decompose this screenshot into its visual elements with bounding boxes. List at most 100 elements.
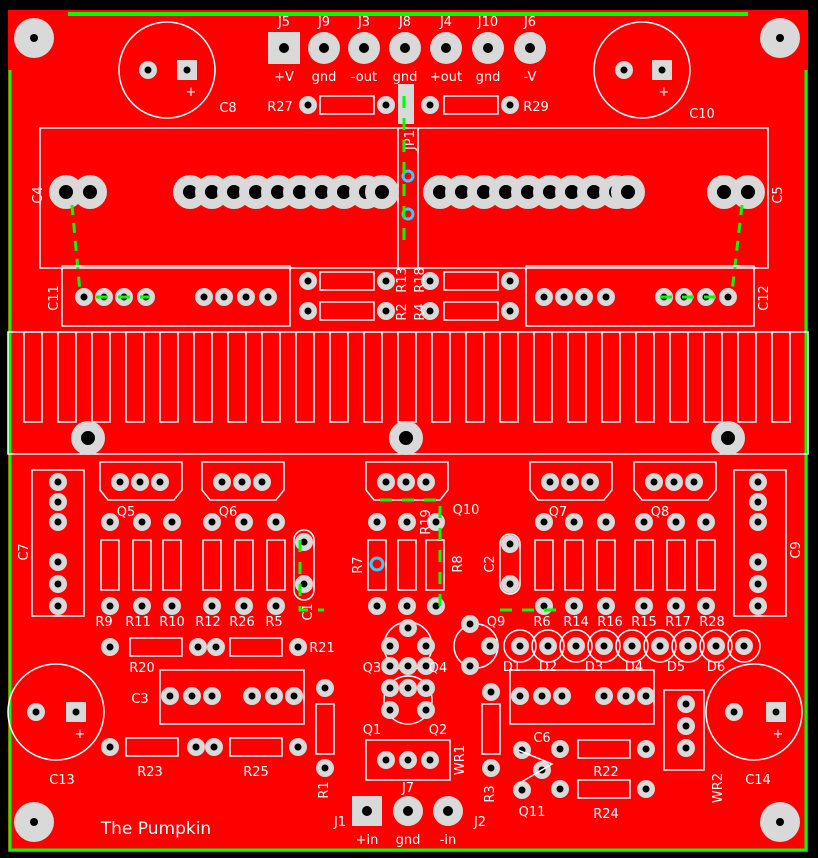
label-c3: C3 bbox=[131, 692, 148, 707]
heatsink-fin bbox=[465, 331, 485, 423]
label-q11: Q11 bbox=[519, 805, 546, 820]
plus-c13: + bbox=[75, 727, 86, 742]
diode-pad bbox=[679, 637, 697, 655]
label-j2: J2 bbox=[473, 815, 486, 830]
heatsink-fin bbox=[261, 331, 281, 423]
heatsink-fins bbox=[23, 331, 791, 423]
resistor-pad bbox=[597, 597, 615, 615]
resistor-pad bbox=[235, 513, 253, 531]
label-c13: C13 bbox=[49, 773, 75, 788]
label-d3: D3 bbox=[585, 660, 603, 675]
heatsink-fin bbox=[363, 331, 383, 423]
label-j9: J9 bbox=[317, 15, 330, 30]
resistor-pad bbox=[133, 513, 151, 531]
connector-j3 bbox=[348, 32, 380, 64]
resistor-pad bbox=[535, 597, 553, 615]
diode-body bbox=[503, 629, 537, 663]
diode-pad bbox=[651, 637, 669, 655]
diode-pad bbox=[567, 637, 585, 655]
heatsink-fin bbox=[703, 331, 723, 423]
label-r1: R1 bbox=[317, 781, 332, 798]
resistor-pad bbox=[163, 597, 181, 615]
label-r24: R24 bbox=[593, 807, 619, 822]
label-r10: R10 bbox=[159, 615, 185, 630]
net-j10: gnd bbox=[476, 70, 501, 85]
resistor-body bbox=[132, 539, 152, 591]
label-q9: Q9 bbox=[487, 615, 506, 630]
heatsink-fin bbox=[771, 331, 791, 423]
connector-row bbox=[268, 32, 546, 64]
diode-body bbox=[643, 629, 677, 663]
label-c8: C8 bbox=[219, 101, 236, 116]
label-c7: C7 bbox=[17, 543, 32, 560]
net-j3: -out bbox=[351, 70, 377, 85]
diode-pad bbox=[595, 637, 613, 655]
label-r9: R9 bbox=[95, 615, 112, 630]
resistor-pad bbox=[667, 513, 685, 531]
label-q4: Q4 bbox=[429, 661, 448, 676]
label-r12: R12 bbox=[195, 615, 221, 630]
label-r17: R17 bbox=[665, 615, 691, 630]
heatsink-fin bbox=[23, 331, 43, 423]
plus-c8: + bbox=[186, 85, 197, 100]
resistor-body bbox=[696, 539, 716, 591]
heatsink-fin bbox=[635, 331, 655, 423]
label-r29: R29 bbox=[523, 100, 549, 115]
resistor-pad bbox=[565, 513, 583, 531]
diode-body bbox=[615, 629, 649, 663]
label-r16: R16 bbox=[597, 615, 623, 630]
label-wr2: WR2 bbox=[711, 773, 726, 803]
label-j10: J10 bbox=[477, 15, 498, 30]
net-j9: gnd bbox=[312, 70, 337, 85]
resistor-pad bbox=[697, 597, 715, 615]
label-r25: R25 bbox=[243, 765, 269, 780]
label-c1: C1 bbox=[301, 603, 316, 620]
resistor-pad bbox=[133, 597, 151, 615]
label-r13: R13 bbox=[395, 267, 410, 293]
heatsink-fin bbox=[125, 331, 145, 423]
heatsink-fin bbox=[295, 331, 315, 423]
resistor-pad bbox=[635, 597, 653, 615]
resistor-body bbox=[596, 539, 616, 591]
label-jp1: JP1 bbox=[403, 130, 418, 151]
input-connector-j2 bbox=[433, 796, 463, 826]
diode-body bbox=[559, 629, 593, 663]
capacitor-c14 bbox=[705, 663, 803, 761]
connector-j6 bbox=[514, 32, 546, 64]
mounting-hole-icon bbox=[14, 802, 54, 842]
diode-body bbox=[531, 629, 565, 663]
diode-pad bbox=[623, 637, 641, 655]
label-r26: R26 bbox=[229, 615, 255, 630]
mounting-hole-icon bbox=[760, 802, 800, 842]
resistor-pad bbox=[101, 597, 119, 615]
label-q5: Q5 bbox=[117, 505, 136, 520]
label-q8: Q8 bbox=[651, 505, 670, 520]
resistor-pad bbox=[235, 597, 253, 615]
diode-pad bbox=[735, 637, 753, 655]
net-j2: -in bbox=[440, 833, 457, 848]
input-connector-j1 bbox=[352, 796, 382, 826]
label-d1: D1 bbox=[503, 660, 521, 675]
resistor-body bbox=[234, 539, 254, 591]
resistor-body bbox=[100, 539, 120, 591]
label-q10: Q10 bbox=[453, 503, 480, 518]
input-connector-j7 bbox=[393, 796, 423, 826]
resistor-body bbox=[634, 539, 654, 591]
label-r5: R5 bbox=[265, 615, 282, 630]
heatsink-fin bbox=[499, 331, 519, 423]
label-d6: D6 bbox=[707, 660, 725, 675]
resistor-pad bbox=[163, 513, 181, 531]
diode-row bbox=[503, 629, 761, 663]
label-c5: C5 bbox=[771, 186, 786, 203]
label-d4: D4 bbox=[625, 660, 643, 675]
heatsink-fin bbox=[737, 331, 757, 423]
label-wr1: WR1 bbox=[453, 745, 468, 775]
label-r28: R28 bbox=[699, 615, 725, 630]
connector-j8 bbox=[389, 32, 421, 64]
heatsink-fin bbox=[159, 331, 179, 423]
heatsink-fin bbox=[669, 331, 689, 423]
label-c2: C2 bbox=[483, 555, 498, 572]
label-c6: C6 bbox=[533, 731, 550, 746]
label-j5: J5 bbox=[277, 15, 290, 30]
resistor-pad bbox=[535, 513, 553, 531]
